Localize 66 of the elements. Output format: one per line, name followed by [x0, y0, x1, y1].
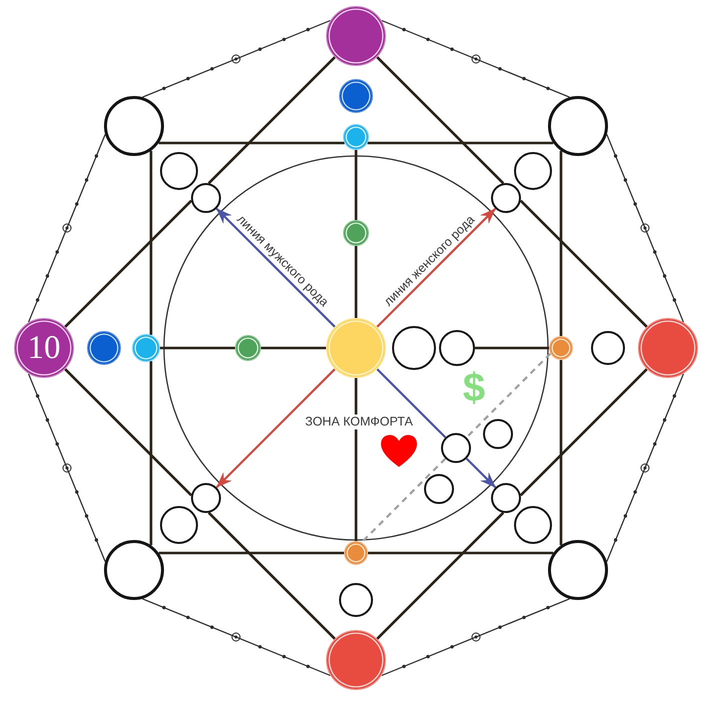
connector-line: [208, 56, 336, 184]
empty-circle: [160, 506, 198, 544]
empty-circle: [591, 331, 625, 365]
arrow: [466, 458, 496, 488]
tick-line: [606, 373, 684, 562]
dashed-line: [466, 352, 552, 438]
connector-line: [560, 150, 562, 336]
connector-line: [261, 346, 326, 350]
empty-circle: [424, 474, 454, 504]
empty-circle: [483, 419, 513, 449]
connector-line: [158, 142, 344, 144]
empty-circle: [439, 330, 475, 366]
connector-line: [368, 142, 554, 144]
connector-line: [354, 150, 358, 220]
empty-circle: [191, 183, 221, 213]
tick-line: [381, 598, 570, 676]
filled-circle: [343, 124, 369, 150]
connector-line: [208, 512, 336, 640]
connector-line: [160, 346, 235, 350]
filled-circle: [235, 335, 261, 361]
dashed-line: [360, 458, 446, 544]
connector-line: [520, 368, 648, 496]
tick-line: [28, 373, 106, 562]
empty-circle: [514, 152, 552, 190]
tick-line: [28, 134, 106, 323]
arrow: [216, 368, 336, 488]
empty-circle: [191, 483, 221, 513]
tick-line: [142, 20, 331, 98]
empty-circle: [160, 152, 198, 190]
filled-circle: [326, 318, 386, 378]
connector-line: [354, 378, 358, 541]
filled-circle: [339, 79, 373, 113]
filled-circle: [549, 336, 573, 360]
arrow: [376, 208, 496, 328]
empty-circle: [339, 583, 373, 617]
filled-circle: [344, 541, 368, 565]
empty-circle: [392, 326, 436, 370]
tick-line: [381, 20, 570, 98]
connector-line: [376, 56, 504, 184]
connector-line: [64, 368, 192, 496]
connector-line: [475, 346, 549, 350]
connector-line: [368, 552, 554, 554]
empty-circle: [441, 433, 471, 463]
connector-line: [158, 552, 344, 554]
connector-line: [64, 200, 192, 328]
filled-circle: [326, 630, 386, 690]
tick-line: [606, 134, 684, 323]
connector-line: [150, 150, 152, 335]
connector-line: [150, 361, 152, 546]
connector-line: [376, 368, 446, 438]
empty-circle: [514, 506, 552, 544]
filled-circle: [638, 318, 698, 378]
arrow: [216, 208, 336, 328]
filled-circle: [326, 6, 386, 66]
empty-circle: [491, 483, 521, 513]
filled-circle: [87, 331, 121, 365]
connector-line: [354, 246, 358, 318]
connector-line: [560, 360, 562, 546]
filled-circle: [132, 334, 160, 362]
filled-circle: [343, 220, 369, 246]
empty-circle: [491, 183, 521, 213]
tick-line: [142, 598, 331, 676]
dollar-sign: $: [462, 368, 486, 408]
connector-line: [376, 512, 504, 640]
connector-line: [520, 200, 648, 328]
number-badge: 10: [14, 318, 74, 378]
